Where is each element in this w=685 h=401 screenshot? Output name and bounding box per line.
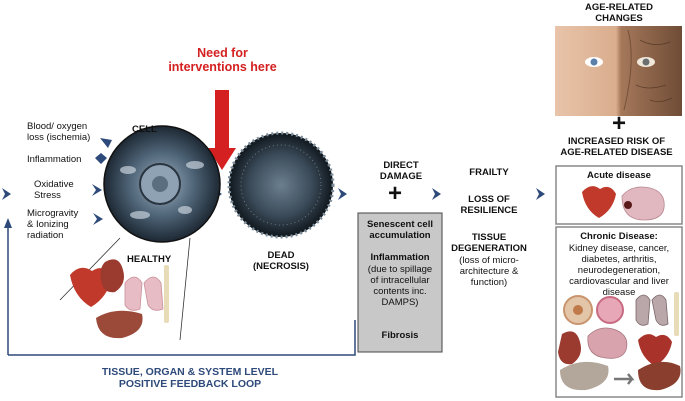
feedback-arrowhead-up [4, 218, 12, 228]
red-arrow-shaft [215, 90, 229, 150]
red-arrow-head [208, 148, 236, 170]
arthritis-bone-icon [674, 292, 679, 336]
chevron-arrow-icon [92, 184, 102, 196]
inflammation-detail: (due to spillage of intracellular conten… [367, 264, 433, 308]
chronic-title: Chronic Disease: [580, 231, 658, 242]
lungs-icon [124, 276, 164, 311]
neuro-brain-icon [587, 327, 628, 359]
progression-arrow-icon [614, 373, 635, 385]
plus-sign: + [387, 180, 402, 207]
tissue-degeneration-detail: (loss of micro- architecture & function) [459, 255, 519, 288]
stressor-ischemia: Blood/ oxygen loss (ischemia) [27, 121, 91, 143]
plus-sign-right: + [611, 110, 626, 137]
pancreas-islet-icon [596, 296, 624, 324]
cirrhotic-liver-icon [638, 361, 681, 391]
fibrosis-label: Fibrosis [381, 330, 419, 341]
stressor-radiation: Microgravity & Ionizing radiation [27, 208, 79, 241]
tissue-degeneration-label: TISSUE DEGENERATION [451, 232, 527, 254]
brain-icon [621, 186, 665, 221]
frailty-label: FRAILTY [469, 167, 509, 178]
cell-label: CELL [132, 124, 157, 135]
kidney-icon [100, 259, 124, 293]
chronic-detail: Kidney disease, cancer, diabetes, arthri… [568, 243, 670, 298]
chevron-arrow-icon [536, 188, 545, 200]
feedback-loop-label: TISSUE, ORGAN & SYSTEM LEVEL POSITIVE FE… [101, 366, 279, 390]
inflammation-label: Inflammation [370, 252, 430, 263]
grey-box-outline [357, 212, 443, 353]
feedback-line-bottom [8, 320, 356, 356]
diseased-kidney-icon [558, 331, 581, 365]
diseased-lungs-icon [635, 294, 669, 326]
senescent-label: Senescent cell accumulation [366, 219, 433, 241]
healthy-label: HEALTHY [127, 254, 172, 265]
direct-damage-label: DIRECT DAMAGE [379, 160, 423, 182]
age-changes-label: AGE-RELATED CHANGES [585, 2, 653, 24]
resilience-label: LOSS OF RESILIENCE [460, 194, 518, 216]
chevron-arrow-icon [93, 213, 103, 225]
liver-icon [96, 310, 143, 339]
risk-label: INCREASED RISK OF AGE-RELATED DISEASE [560, 136, 673, 158]
fatty-liver-icon [560, 361, 609, 391]
dead-cell-icon [229, 133, 333, 237]
chevron-arrow-icon [2, 188, 11, 200]
aging-face-image [555, 26, 682, 116]
chevron-arrow-icon [95, 153, 107, 164]
bone-icon [164, 265, 169, 323]
chevron-arrow-icon [338, 188, 347, 200]
stressor-oxidative: Oxidative Stress [34, 179, 74, 201]
chevron-arrow-icon [432, 188, 441, 200]
chevron-arrow-icon [100, 138, 112, 148]
acute-heart-icon [582, 186, 616, 218]
stressor-inflammation: Inflammation [27, 154, 82, 165]
dead-label: DEAD (NECROSIS) [253, 250, 309, 272]
diseased-heart-icon [638, 334, 672, 366]
acute-title: Acute disease [587, 170, 651, 181]
intervention-label: Need for interventions here [168, 46, 277, 74]
